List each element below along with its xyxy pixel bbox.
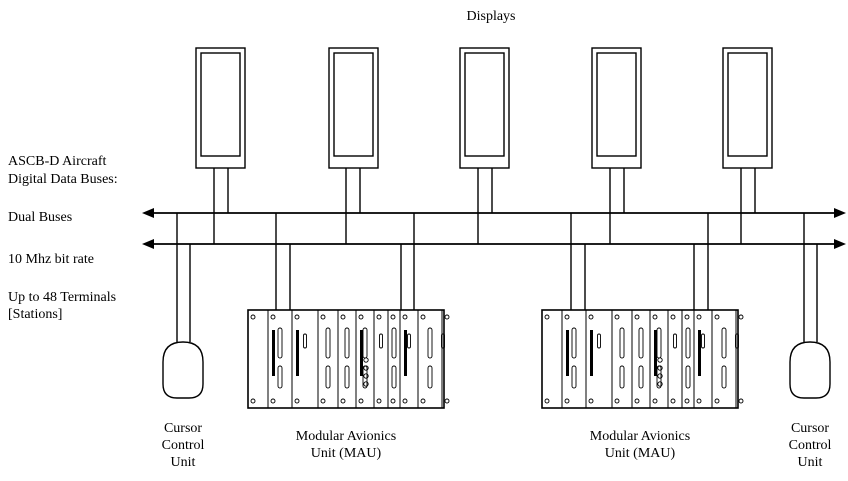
- right-mau-label-line1: Modular Avionics: [590, 429, 690, 444]
- terminals-label-line2: [Stations]: [8, 307, 62, 322]
- left-mau-label-line1: Modular Avionics: [296, 429, 396, 444]
- bus-label-line1: ASCB-D Aircraft: [8, 154, 106, 169]
- right-cursor-control-unit: [789, 213, 831, 399]
- bit-rate-label: 10 Mhz bit rate: [8, 252, 94, 267]
- display-connections: [213, 168, 756, 244]
- display-1: [195, 47, 246, 169]
- right-cursor-label-line1: Cursor: [791, 421, 829, 436]
- bus-type-label: Dual Buses: [8, 210, 72, 225]
- left-cursor-label-line1: Cursor: [164, 421, 202, 436]
- terminals-label-line1: Up to 48 Terminals: [8, 290, 116, 305]
- mau-connections: [275, 213, 709, 310]
- left-cursor-control-unit: [162, 213, 204, 399]
- data-bus-b: [142, 239, 846, 249]
- right-cursor-label-line3: Unit: [798, 455, 823, 470]
- displays-group: [195, 47, 773, 169]
- display-5: [722, 47, 773, 169]
- diagram-title: Displays: [467, 9, 516, 24]
- left-mau-label-line2: Unit (MAU): [311, 446, 382, 461]
- left-mau-rack: [247, 309, 450, 409]
- data-bus-a: [142, 208, 846, 218]
- left-cursor-label-line2: Control: [162, 438, 205, 453]
- display-3: [459, 47, 510, 169]
- right-mau-rack: [541, 309, 744, 409]
- display-2: [328, 47, 379, 169]
- right-mau-label-line2: Unit (MAU): [605, 446, 676, 461]
- right-cursor-label-line2: Control: [789, 438, 832, 453]
- bus-label-line2: Digital Data Buses:: [8, 172, 118, 187]
- left-cursor-label-line3: Unit: [171, 455, 196, 470]
- display-4: [591, 47, 642, 169]
